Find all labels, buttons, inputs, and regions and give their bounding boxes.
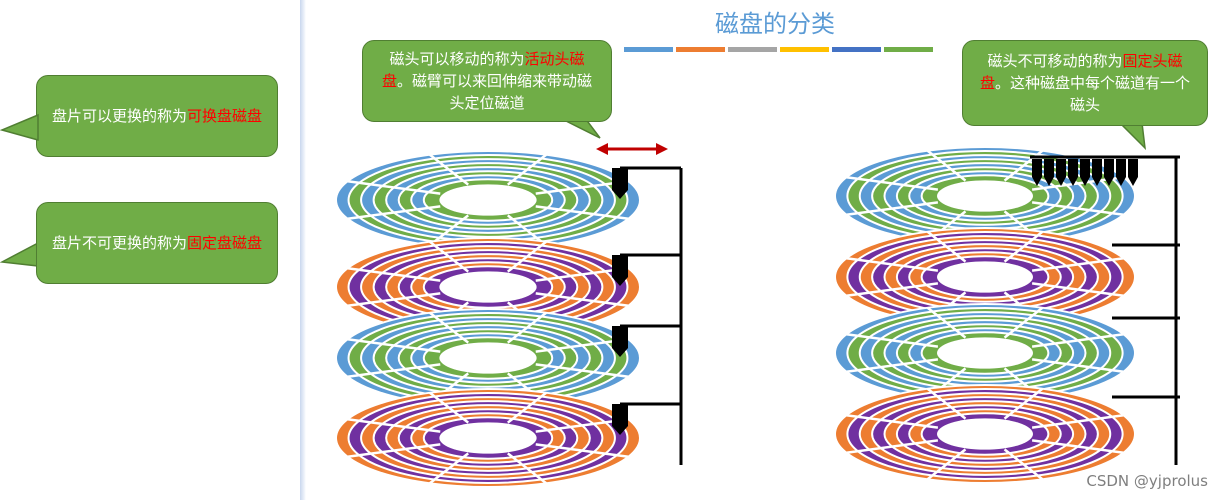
read-write-head bbox=[612, 168, 628, 190]
platter bbox=[335, 150, 641, 250]
read-write-head bbox=[612, 255, 628, 277]
platter bbox=[834, 303, 1136, 403]
read-write-head bbox=[612, 326, 628, 348]
watermark: CSDN @yjprolus bbox=[1086, 472, 1208, 490]
platter bbox=[834, 384, 1136, 484]
platter bbox=[834, 227, 1136, 327]
platter bbox=[335, 237, 641, 337]
title-bar-segment bbox=[676, 47, 725, 52]
fixed-head bbox=[1032, 159, 1042, 177]
read-write-head bbox=[612, 404, 628, 426]
title-bar-segment bbox=[728, 47, 777, 52]
callout-moving-head: 磁头可以移动的称为活动头磁盘。磁臂可以来回伸缩来带动磁头定位磁道 bbox=[362, 40, 612, 122]
title-bar-segment bbox=[780, 47, 829, 52]
title-bar-segment bbox=[832, 47, 881, 52]
callout-fixed-platter: 盘片不可更换的称为固定盘磁盘 bbox=[36, 202, 278, 284]
fixed-head bbox=[1092, 159, 1102, 177]
title-bar-segment bbox=[624, 47, 673, 52]
title-bar-segment bbox=[884, 47, 933, 52]
sidebar-divider bbox=[300, 0, 306, 500]
diagram-title: 磁盘的分类 bbox=[715, 10, 835, 38]
fixed-head bbox=[1044, 159, 1054, 177]
fixed-head bbox=[1068, 159, 1078, 177]
callout-replaceable-platter: 盘片可以更换的称为可换盘磁盘 bbox=[36, 75, 278, 157]
callout-fixed-head: 磁头不可移动的称为固定头磁盘。这种磁盘中每个磁道有一个磁头 bbox=[962, 40, 1208, 126]
fixed-head bbox=[1116, 159, 1126, 177]
fixed-head bbox=[1080, 159, 1090, 177]
fixed-head bbox=[1104, 159, 1114, 177]
platter bbox=[335, 388, 641, 488]
fixed-head bbox=[1128, 159, 1138, 177]
fixed-head bbox=[1056, 159, 1066, 177]
